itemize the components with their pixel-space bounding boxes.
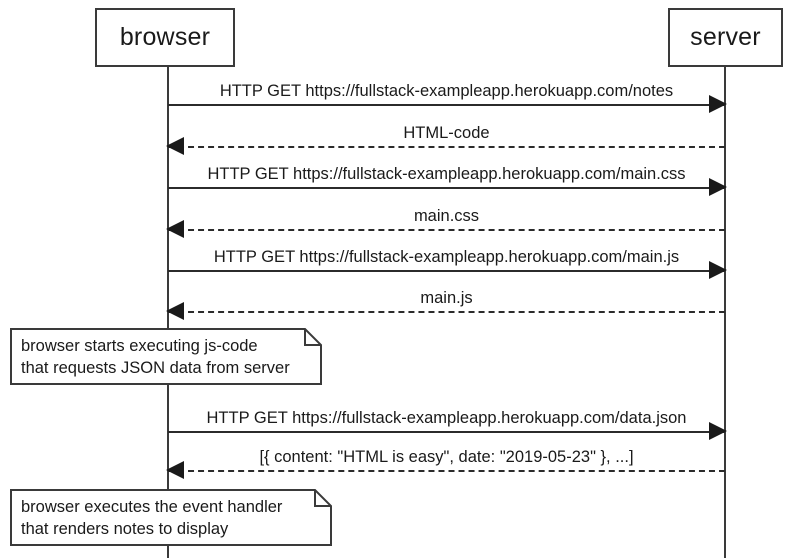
arrowhead-left-icon [166, 137, 184, 155]
arrowhead-right-icon [709, 261, 727, 279]
participant-server[interactable]: server [668, 8, 783, 67]
message-line [168, 229, 725, 231]
arrowhead-left-icon [166, 220, 184, 238]
note-text: browser executes the event handler that … [21, 498, 283, 538]
participant-server-label: server [690, 23, 761, 51]
participant-browser[interactable]: browser [95, 8, 235, 67]
message-label: HTTP GET https://fullstack-exampleapp.he… [219, 81, 674, 100]
message-label: HTTP GET https://fullstack-exampleapp.he… [213, 247, 680, 266]
message-label: HTTP GET https://fullstack-exampleapp.he… [207, 164, 686, 183]
participant-browser-label: browser [119, 23, 211, 51]
message-label: HTML-code [403, 123, 490, 142]
message-label: HTTP GET https://fullstack-exampleapp.he… [206, 408, 687, 427]
arrowhead-left-icon [166, 302, 184, 320]
lifeline-server [724, 67, 726, 558]
message-line [168, 146, 725, 148]
arrowhead-right-icon [709, 95, 727, 113]
message-label: [{ content: "HTML is easy", date: "2019-… [259, 447, 634, 466]
note-shape-icon [10, 328, 322, 385]
note-shape-icon [10, 489, 332, 546]
note-event-handler: browser executes the event handler that … [10, 489, 332, 546]
message-line [168, 187, 725, 189]
arrowhead-left-icon [166, 461, 184, 479]
arrowhead-right-icon [709, 178, 727, 196]
note-executing-js: browser starts executing js-code that re… [10, 328, 322, 385]
message-line [168, 470, 725, 472]
message-label: main.js [420, 288, 473, 307]
message-label: main.css [413, 206, 480, 225]
message-line [168, 431, 725, 433]
note-text: browser starts executing js-code that re… [21, 337, 290, 377]
message-line [168, 311, 725, 313]
message-line [168, 270, 725, 272]
message-line [168, 104, 725, 106]
arrowhead-right-icon [709, 422, 727, 440]
